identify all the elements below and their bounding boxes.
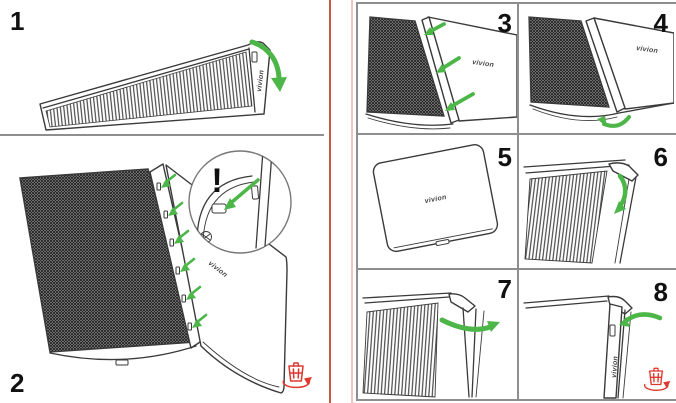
step-2-panel: vivion xyxy=(0,136,330,403)
fold-line-light xyxy=(351,0,353,403)
step1-step2-divider xyxy=(0,134,324,136)
corner-cap xyxy=(608,162,639,182)
dispose-filter-icon xyxy=(282,362,312,389)
step-number: 5 xyxy=(498,142,512,172)
grid-divider-horizontal-2 xyxy=(358,268,676,270)
step-8-panel: vivion 8 xyxy=(519,270,674,399)
insert-corner-arrow-icon xyxy=(614,173,628,214)
brand-logo: vivion xyxy=(424,194,447,205)
side-latch xyxy=(609,324,616,337)
step-6-panel: 6 xyxy=(519,135,674,268)
step-4-panel: vivion 4 xyxy=(519,4,674,133)
snap-strip-arrow-icon xyxy=(619,312,663,327)
filter-mesh-attached xyxy=(528,16,610,108)
step-number: 7 xyxy=(498,274,512,304)
ribbed-front-grille xyxy=(362,302,439,398)
step-1-illustration: vivion 1 xyxy=(10,6,287,131)
brand-logo: vivion xyxy=(256,70,266,93)
heater-panel-top-view: vivion xyxy=(39,41,271,131)
step-8-illustration: vivion 8 xyxy=(523,277,671,399)
side-latch xyxy=(251,51,258,63)
step-number: 1 xyxy=(10,6,24,36)
step-5-panel: vivion 5 xyxy=(358,135,517,268)
top-corner-detail xyxy=(362,292,485,398)
spine-clip xyxy=(251,185,259,200)
device-closed-back-view: vivion xyxy=(372,144,499,253)
brand-logo: vivion xyxy=(636,45,659,55)
ribbed-front-grille xyxy=(524,170,608,264)
side-strip xyxy=(603,303,623,399)
step-7-panel: 7 xyxy=(358,270,517,399)
step-2-illustration: vivion xyxy=(10,150,312,398)
new-filter-mesh xyxy=(366,16,445,117)
close-cover-arrow-icon xyxy=(597,115,631,128)
steps-3-8-grid: vivion 3 xyxy=(356,2,676,401)
top-corner-with-side-strip: vivion xyxy=(523,295,633,399)
step-number: 2 xyxy=(10,368,24,398)
ribbed-front-grille xyxy=(45,51,253,128)
clip-release-arrow-icons xyxy=(161,173,208,328)
brand-logo: vivion xyxy=(472,59,495,69)
dispose-filter-icon xyxy=(643,367,671,391)
step-5-illustration: vivion 5 xyxy=(372,142,512,253)
bottom-latch xyxy=(435,239,450,246)
open-direction-arrow-icon xyxy=(249,39,287,92)
step-number: 8 xyxy=(654,277,668,307)
step-3-panel: vivion 3 xyxy=(358,4,517,133)
corner-cap xyxy=(607,295,633,315)
hinge-spine xyxy=(585,17,626,113)
insert-clip-arrow-icon xyxy=(224,178,260,210)
step-7-illustration: 7 xyxy=(362,274,512,398)
fold-line-dark xyxy=(329,0,331,403)
step-number: 3 xyxy=(498,8,512,38)
attach-filter-arrow-icons xyxy=(424,22,475,111)
grid-divider-vertical xyxy=(517,4,519,399)
brand-logo: vivion xyxy=(611,356,620,378)
warning-exclamation-icon: ! xyxy=(211,162,222,200)
step-3-illustration: vivion 3 xyxy=(365,8,517,130)
swing-frame-arrow-icon xyxy=(439,317,500,332)
frame-slot xyxy=(211,203,227,214)
magnified-detail-inset: ! xyxy=(188,150,292,254)
corner-cap xyxy=(448,293,476,313)
step-number: 4 xyxy=(654,8,669,38)
grid-divider-horizontal-1 xyxy=(358,133,676,135)
step-6-illustration: 6 xyxy=(523,142,668,264)
step-number: 6 xyxy=(654,142,668,172)
step-4-illustration: vivion 4 xyxy=(528,8,674,128)
bottom-latch xyxy=(115,359,129,366)
step-1-panel: vivion 1 xyxy=(0,0,330,134)
